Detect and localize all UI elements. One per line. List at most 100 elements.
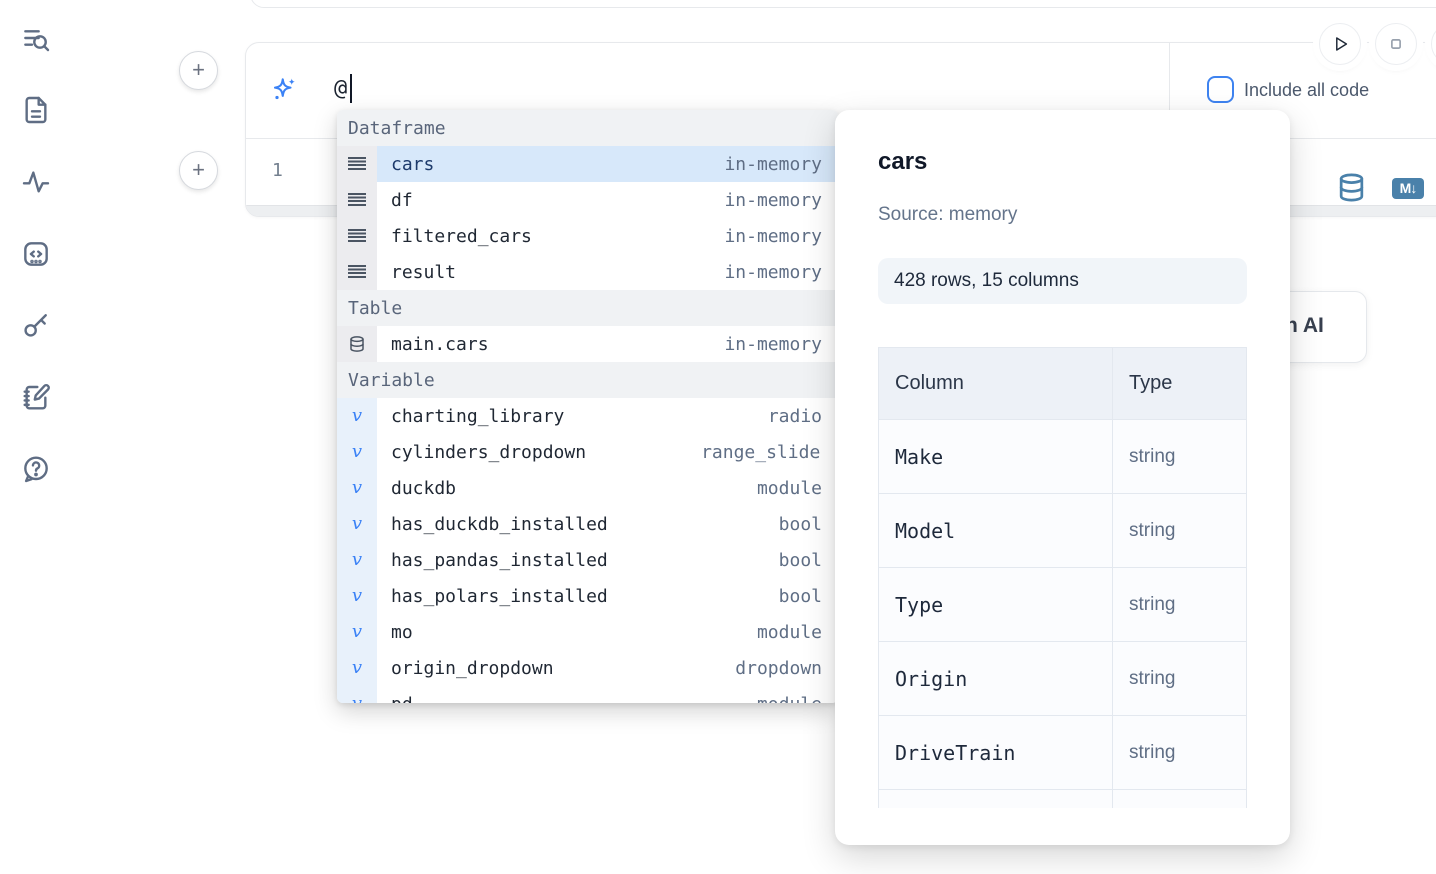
- key-icon[interactable]: [20, 309, 52, 341]
- symbol-name: has_polars_installed: [391, 585, 608, 607]
- activity-icon[interactable]: [20, 166, 52, 198]
- dataframe-icon: [348, 229, 366, 243]
- symbol-type: module: [756, 477, 822, 499]
- code-snippet-icon[interactable]: [20, 238, 52, 270]
- autocomplete-row[interactable]: Variable: [337, 362, 838, 398]
- section-header: Table: [348, 297, 403, 319]
- autocomplete-row[interactable]: Table: [337, 290, 838, 326]
- help-chat-icon[interactable]: [20, 453, 52, 485]
- symbol-type: in-memory: [724, 261, 822, 283]
- schema-table-row: Make string: [878, 420, 1247, 494]
- row-icon-gutter: [337, 578, 377, 614]
- variable-icon: [352, 623, 362, 641]
- include-all-code-checkbox[interactable]: [1207, 76, 1234, 103]
- column-type: string: [1129, 593, 1176, 615]
- schema-table: Column Type Make string Model string: [878, 347, 1247, 808]
- symbol-type: in-memory: [724, 153, 822, 175]
- autocomplete-row[interactable]: main.cars in-memory: [337, 326, 838, 362]
- text-cursor: [350, 74, 352, 103]
- row-content: pd module: [377, 686, 838, 703]
- autocomplete-row[interactable]: pd module: [337, 686, 838, 703]
- stop-cell-button[interactable]: [1375, 23, 1417, 65]
- row-content: filtered_cars in-memory: [377, 218, 838, 254]
- schema-table-row: Origin string: [878, 642, 1247, 716]
- popup-source: Source: memory: [878, 204, 1018, 225]
- ai-action-label: h AI: [1285, 314, 1324, 337]
- row-icon-gutter: [337, 146, 377, 182]
- symbol-type: bool: [778, 513, 822, 535]
- row-content: has_pandas_installed bool: [377, 542, 838, 578]
- popup-title: cars: [878, 148, 928, 175]
- row-content: result in-memory: [377, 254, 838, 290]
- row-icon-gutter: [337, 650, 377, 686]
- autocomplete-row[interactable]: has_duckdb_installed bool: [337, 506, 838, 542]
- autocomplete-row[interactable]: charting_library radio: [337, 398, 838, 434]
- row-icon-gutter: [337, 326, 377, 362]
- dataframe-icon: [348, 157, 366, 171]
- autocomplete-row[interactable]: has_polars_installed bool: [337, 578, 838, 614]
- schema-table-row: Model string: [878, 494, 1247, 568]
- add-cell-above-button[interactable]: +: [179, 51, 218, 90]
- symbol-name: filtered_cars: [391, 225, 532, 247]
- column-header: Column: [879, 348, 1113, 419]
- row-icon-gutter: [337, 218, 377, 254]
- schema-table-body: Make string Model string Type string: [878, 420, 1247, 790]
- include-all-code-label: Include all code: [1244, 80, 1370, 100]
- ai-prompt-input[interactable]: @: [334, 76, 348, 101]
- symbol-name: main.cars: [391, 333, 489, 355]
- section-header: Variable: [348, 369, 435, 391]
- variable-icon: [352, 443, 362, 461]
- row-content: duckdb module: [377, 470, 838, 506]
- scratchpad-icon[interactable]: [20, 381, 52, 413]
- dataframe-icon: [348, 193, 366, 207]
- row-content: cylinders_dropdown range_slider: [377, 434, 838, 470]
- autocomplete-row[interactable]: mo module: [337, 614, 838, 650]
- run-cell-button[interactable]: [1319, 23, 1361, 65]
- autocomplete-row[interactable]: result in-memory: [337, 254, 838, 290]
- database-icon[interactable]: [1336, 172, 1367, 203]
- column-type: string: [1129, 445, 1176, 467]
- autocomplete-row[interactable]: cylinders_dropdown range_slider: [337, 434, 838, 470]
- autocomplete-row[interactable]: origin_dropdown dropdown: [337, 650, 838, 686]
- autocomplete-row[interactable]: has_pandas_installed bool: [337, 542, 838, 578]
- symbol-name: mo: [391, 621, 413, 643]
- column-type: string: [1129, 519, 1176, 541]
- markdown-icon[interactable]: M↓: [1392, 178, 1424, 199]
- symbol-name: has_duckdb_installed: [391, 513, 608, 535]
- variable-icon: [352, 515, 362, 533]
- schema-table-row: Type string: [878, 568, 1247, 642]
- section-header: Dataframe: [348, 117, 446, 139]
- variable-icon: [352, 407, 362, 425]
- document-icon[interactable]: [20, 94, 52, 126]
- autocomplete-row[interactable]: filtered_cars in-memory: [337, 218, 838, 254]
- row-icon-gutter: [337, 434, 377, 470]
- symbol-type: bool: [778, 585, 822, 607]
- add-cell-below-button[interactable]: +: [179, 151, 218, 190]
- variable-icon: [352, 587, 362, 605]
- symbol-name: df: [391, 189, 413, 211]
- row-content: charting_library radio: [377, 398, 838, 434]
- symbol-name: duckdb: [391, 477, 457, 499]
- list-search-icon[interactable]: [20, 24, 52, 56]
- symbol-type: in-memory: [724, 225, 822, 247]
- symbol-type: in-memory: [724, 333, 822, 355]
- variable-icon: [352, 551, 362, 569]
- column-type: string: [1129, 667, 1176, 689]
- column-type: string: [1129, 741, 1176, 763]
- prompt-divider: [1169, 43, 1170, 139]
- column-name: Type: [895, 592, 944, 617]
- autocomplete-row[interactable]: duckdb module: [337, 470, 838, 506]
- autocomplete-row[interactable]: df in-memory: [337, 182, 838, 218]
- schema-preview-popup: cars Source: memory 428 rows, 15 columns…: [835, 110, 1290, 845]
- row-content: cars in-memory: [377, 146, 838, 182]
- autocomplete-row[interactable]: cars in-memory: [337, 146, 838, 182]
- type-header: Type: [1129, 372, 1173, 394]
- row-icon-gutter: [337, 686, 377, 703]
- previous-cell-edge: [250, 0, 1436, 8]
- schema-table-partial-row: [878, 790, 1247, 808]
- schema-table-header: Column Type: [878, 347, 1247, 420]
- row-icon-gutter: [337, 506, 377, 542]
- autocomplete-row[interactable]: Dataframe: [337, 110, 838, 146]
- row-content: main.cars in-memory: [377, 326, 838, 362]
